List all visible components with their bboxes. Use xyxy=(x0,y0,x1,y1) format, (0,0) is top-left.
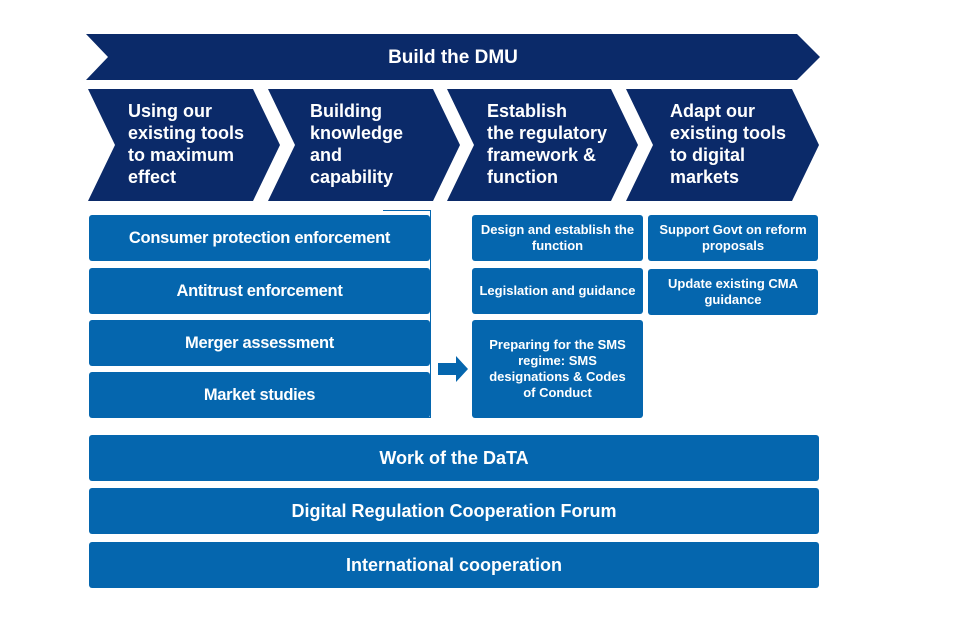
stage-chevron-4 xyxy=(626,89,819,201)
framework-box-sms: Preparing for the SMS regime: SMS design… xyxy=(472,320,643,418)
adapt-box-update-guidance: Update existing CMA guidance xyxy=(648,269,818,315)
stage-chevron-3 xyxy=(447,89,638,201)
flow-arrow-icon xyxy=(438,356,468,382)
tool-box-market-studies: Market studies xyxy=(89,372,430,418)
stage-label-line: Establish xyxy=(487,101,568,121)
banner-arrow xyxy=(86,34,820,80)
stage-label-line: Building xyxy=(310,101,382,121)
stage-label-line: Adapt our xyxy=(670,101,755,121)
framework-box-legislation: Legislation and guidance xyxy=(472,268,643,314)
stage-label-line: the regulatory xyxy=(487,123,608,143)
crosscut-box-data: Work of the DaTA xyxy=(89,435,819,481)
stage-label-line: markets xyxy=(670,167,740,187)
stage-label-1: Using our existing tools to maximum effe… xyxy=(128,100,244,188)
stage-label-line: framework & xyxy=(487,145,597,165)
stage-label-line: knowledge xyxy=(310,123,404,143)
stage-label-line: capability xyxy=(310,167,394,187)
framework-box-design: Design and establish the function xyxy=(472,215,643,261)
tool-box-consumer-protection: Consumer protection enforcement xyxy=(89,215,430,261)
stage-label-line: to digital xyxy=(670,145,745,165)
stage-label-2: Building knowledge and capability xyxy=(310,100,403,188)
crosscut-box-drcf: Digital Regulation Cooperation Forum xyxy=(89,488,819,534)
stage-label-line: function xyxy=(487,167,558,187)
tool-box-antitrust: Antitrust enforcement xyxy=(89,268,430,314)
stage-chevron-2 xyxy=(268,89,460,201)
stage-label-3: Establish the regulatory framework & fun… xyxy=(487,100,607,188)
stage-label-4: Adapt our existing tools to digital mark… xyxy=(670,100,786,188)
stage-chevron-1 xyxy=(88,89,280,201)
stage-label-line: to maximum xyxy=(128,145,235,165)
banner-title: Build the DMU xyxy=(388,47,518,68)
stage-label-line: existing tools xyxy=(128,123,245,143)
stage-label-line: Using our xyxy=(128,101,212,121)
stage-label-line: existing tools xyxy=(670,123,787,143)
stage-label-line: effect xyxy=(128,167,177,187)
adapt-box-support-govt: Support Govt on reform proposals xyxy=(648,215,818,261)
tool-box-merger: Merger assessment xyxy=(89,320,430,366)
stage-label-line: and xyxy=(310,145,343,165)
crosscut-box-international: International cooperation xyxy=(89,542,819,588)
